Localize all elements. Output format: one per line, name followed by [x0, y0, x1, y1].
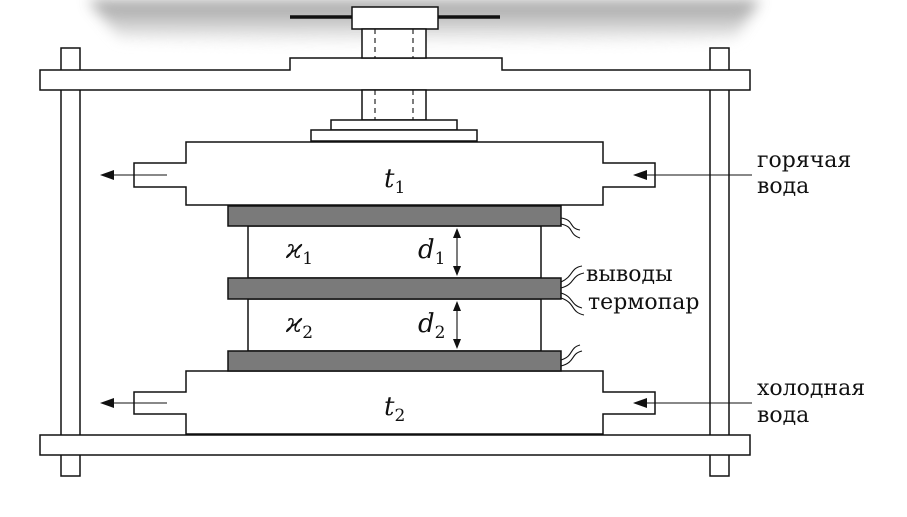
arrowhead — [453, 339, 461, 349]
right-post — [709, 47, 730, 477]
label-t2: t2 — [384, 392, 405, 426]
thermocouple-wire — [560, 292, 583, 309]
thermocouple-wire — [560, 344, 581, 361]
thermocouple-plate-top — [227, 205, 562, 227]
label-kappa2: ϰ2 — [285, 309, 313, 343]
arrowhead — [633, 170, 647, 180]
top-frame-beam — [39, 57, 751, 91]
arrowhead — [453, 301, 461, 311]
arrowhead — [453, 266, 461, 276]
thermocouple-wire — [560, 265, 583, 283]
pressure-pad-upper — [330, 119, 458, 131]
label-d1: d1 — [418, 235, 445, 269]
cold-water-block — [133, 370, 656, 435]
screw-shaft-upper — [361, 28, 427, 59]
thermocouple-label-line1: выводы — [586, 262, 673, 287]
screw-shaft-lower — [361, 89, 427, 121]
arrowhead — [100, 170, 114, 180]
thermocouple-wire — [560, 272, 585, 289]
left-post — [60, 47, 81, 477]
arrowhead — [633, 398, 647, 408]
label-kappa1: ϰ1 — [285, 235, 313, 269]
thermocouple-wire — [560, 223, 581, 239]
cold-water-label-line2: вода — [757, 403, 809, 428]
thermocouple-plate-bottom — [227, 350, 562, 372]
arrowhead — [100, 398, 114, 408]
cold-water-label-line1: холодная — [757, 376, 865, 401]
thermocouple-plate-middle — [227, 277, 562, 300]
hot-water-block — [133, 141, 656, 206]
screw-head — [351, 6, 439, 30]
thermocouple-wire — [560, 217, 581, 231]
hot-water-label-line1: горячая — [757, 148, 851, 173]
label-t1: t1 — [384, 164, 405, 198]
label-d2: d2 — [418, 309, 445, 343]
thermocouple-label-line2: термопар — [588, 290, 700, 315]
thermocouple-wire — [560, 297, 585, 316]
arrowhead — [453, 228, 461, 238]
hot-water-label-line2: вода — [757, 174, 809, 199]
thermocouple-wire — [560, 350, 583, 367]
bottom-frame-beam — [39, 434, 751, 456]
pressure-pad-lower — [310, 129, 478, 142]
